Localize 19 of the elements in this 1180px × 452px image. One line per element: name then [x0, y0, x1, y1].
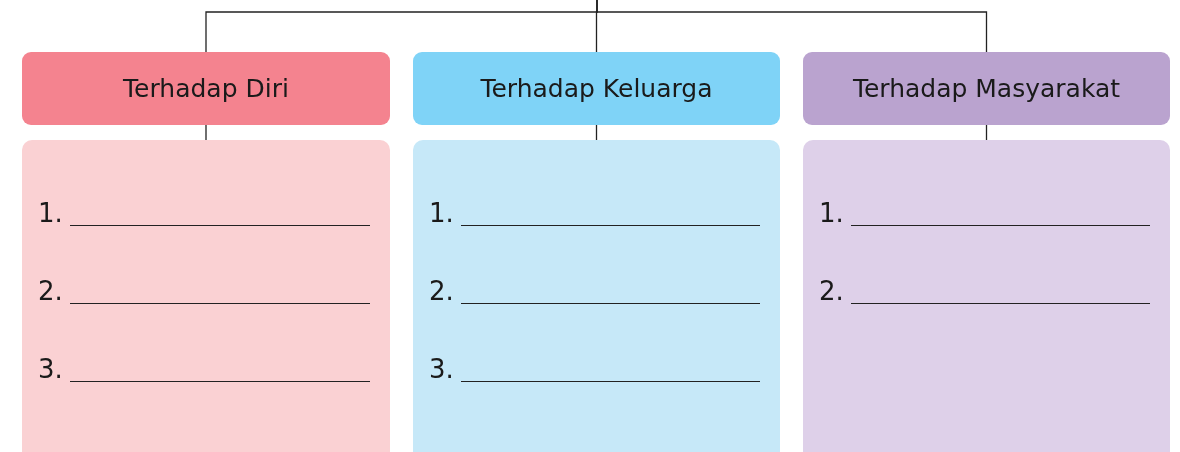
connector-line: [205, 124, 207, 141]
category-header: [22, 52, 390, 125]
answer-panel: [803, 140, 1170, 452]
list-number: 2.: [38, 275, 64, 308]
header-text: Terhadap Keluarga: [480, 74, 713, 103]
category-header: [413, 52, 780, 125]
connector-line: [596, 0, 988, 53]
list-number: 2.: [429, 275, 455, 308]
list-number: 1.: [38, 197, 64, 230]
answer-panel: [22, 140, 390, 452]
category-header: [803, 52, 1170, 125]
list-number: 3.: [429, 353, 455, 386]
list-number: 1.: [819, 197, 845, 230]
answer-panel: [413, 140, 780, 452]
list-number: 3.: [38, 353, 64, 386]
list-number: 1.: [429, 197, 455, 230]
list-number: 2.: [819, 275, 845, 308]
header-text: Terhadap Masyarakat: [852, 74, 1121, 103]
header-text: Terhadap Diri: [123, 74, 289, 103]
